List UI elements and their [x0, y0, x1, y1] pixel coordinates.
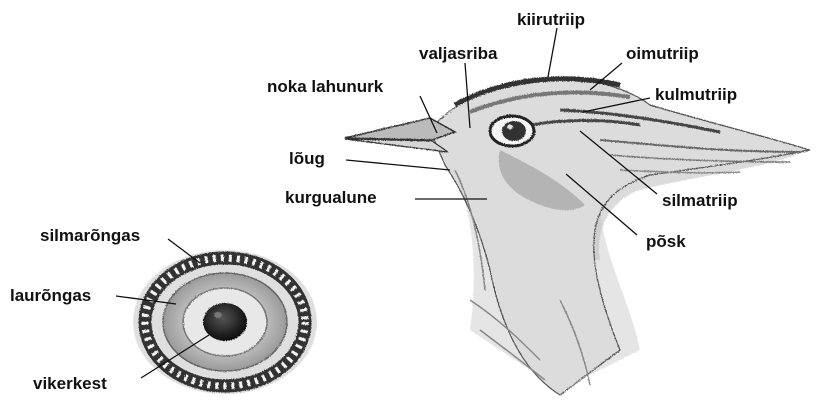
label-oimutriip: oimutriip [626, 45, 699, 62]
leader-kiirutriip [548, 28, 557, 77]
pupil-highlight [214, 312, 222, 318]
eye-closeup-sketch [133, 250, 317, 394]
label-silmarongas: silmarõngas [40, 227, 140, 244]
bird-head-sketch [345, 78, 810, 395]
label-kiirutriip: kiirutriip [517, 11, 585, 28]
bird-eye-highlight [507, 125, 513, 130]
label-valjasriba: valjasriba [419, 45, 497, 62]
label-posk: põsk [646, 233, 686, 250]
beak-lower [345, 139, 448, 152]
leader-loug [346, 160, 450, 170]
label-kulmutriip: kulmutriip [655, 86, 737, 103]
bird-eye-iris [502, 121, 526, 141]
pupil [203, 303, 247, 341]
label-silmatriip: silmatriip [662, 192, 738, 209]
label-vikerkest: vikerkest [33, 375, 107, 392]
label-noka-lahunurk: noka lahunurk [267, 78, 383, 95]
label-kurgualune: kurgualune [285, 189, 377, 206]
label-laurongas: laurõngas [10, 287, 91, 304]
label-loug: lõug [289, 150, 325, 167]
